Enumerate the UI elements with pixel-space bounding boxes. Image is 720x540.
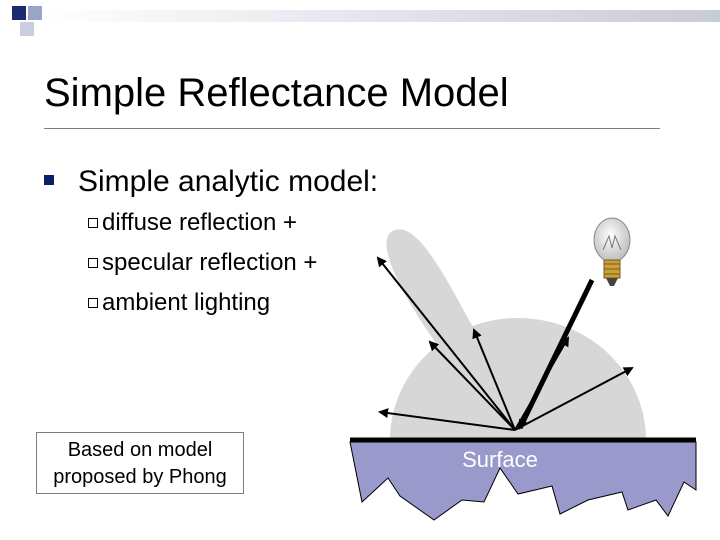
- surface-label: Surface: [440, 446, 560, 474]
- lightbulb-icon: [594, 218, 630, 286]
- phong-note-line: proposed by Phong: [37, 464, 243, 491]
- phong-note-line: Based on model: [37, 437, 243, 464]
- phong-note-box: Based on model proposed by Phong: [36, 432, 244, 494]
